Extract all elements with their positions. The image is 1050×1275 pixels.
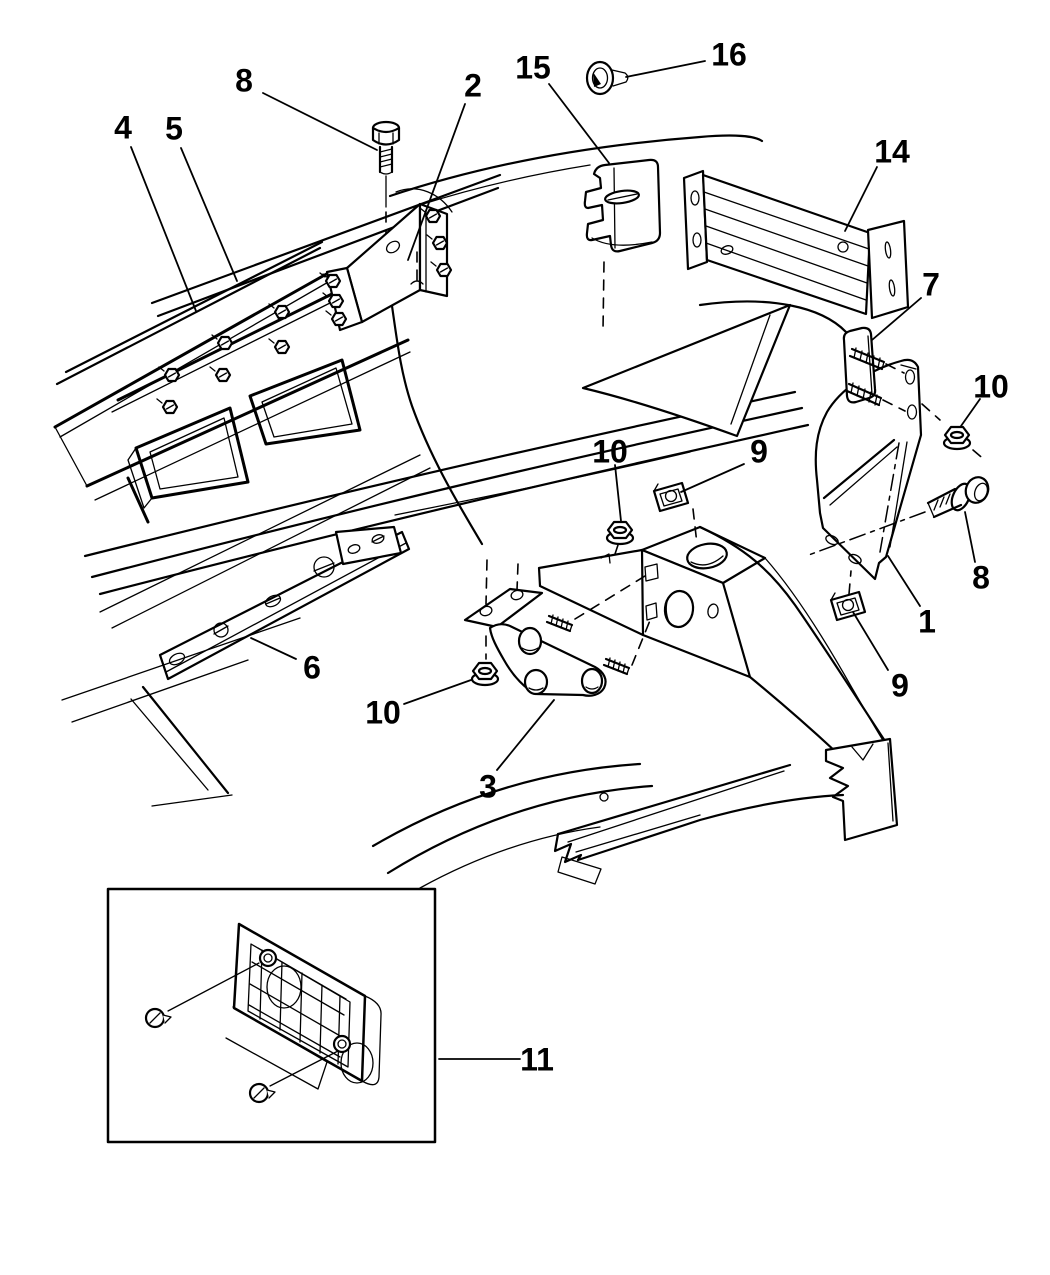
- callout-label-9-10: 9: [750, 434, 768, 470]
- callout-leader-4-4: [130, 146, 197, 312]
- callout-leader-3-16: [496, 699, 555, 771]
- callout-leader-6-14: [250, 637, 297, 660]
- callout-label-4-4: 4: [114, 110, 132, 146]
- callout-label-3-16: 3: [479, 769, 497, 805]
- callout-leader-2-1: [407, 103, 466, 261]
- inset-grille-bracket: [225, 922, 382, 1090]
- callout-label-16-3: 16: [711, 37, 747, 73]
- callout-leader-5-5: [180, 147, 238, 282]
- clip-nut-upper: [652, 481, 698, 545]
- bracket-2: [318, 202, 453, 332]
- frame-bracket-center: [537, 525, 899, 842]
- callout-label-8-11: 8: [972, 560, 990, 596]
- callout-leader-7-7: [871, 297, 922, 341]
- body-s-line: [387, 284, 484, 546]
- callout-label-8-0: 8: [235, 63, 253, 99]
- callout-label-5-5: 5: [165, 111, 183, 147]
- callout-leader-10-9: [614, 464, 622, 522]
- inset-box: [106, 887, 437, 1144]
- callout-label-10-8: 10: [973, 369, 1009, 405]
- callout-leader-9-13: [852, 611, 889, 671]
- hex-bolt-right: [805, 476, 990, 557]
- fender-apron-contours: [387, 134, 878, 546]
- rocker-corner-lines: [61, 617, 301, 807]
- flange-nut-right: [921, 403, 987, 462]
- lower-rail-piece: [371, 762, 845, 889]
- callout-label-10-9: 10: [592, 434, 628, 470]
- callout-leader-8-0: [262, 92, 378, 151]
- sill-strip-6: [158, 525, 411, 681]
- callout-leader-14-6: [844, 166, 878, 232]
- callout-leader-16-3: [625, 60, 706, 78]
- callout-label-7-7: 7: [922, 267, 940, 303]
- callout-label-2-1: 2: [464, 68, 482, 104]
- callout-leader-8-11: [964, 511, 976, 563]
- c-bracket-15: [583, 158, 662, 331]
- flange-nut-center: [605, 520, 635, 558]
- clip-nut-lower: [829, 570, 867, 622]
- callout-leaders: [130, 60, 981, 1060]
- stud-plate-7: [842, 326, 906, 412]
- flange-nut-lower-left: [470, 635, 500, 687]
- callout-leader-10-15: [403, 679, 472, 705]
- callout-label-15-2: 15: [515, 50, 551, 86]
- callout-label-9-13: 9: [891, 668, 909, 704]
- callout-label-6-14: 6: [303, 650, 321, 686]
- inset-screw-2: [248, 1050, 339, 1104]
- support-rail-14: [682, 169, 910, 320]
- callout-leader-15-2: [548, 83, 610, 164]
- callout-label-1-12: 1: [918, 604, 936, 640]
- callout-leader-10-8: [960, 398, 981, 427]
- callout-label-11-17: 11: [520, 1042, 554, 1078]
- callout-label-14-6: 14: [874, 134, 910, 170]
- push-pin-16: [585, 60, 629, 96]
- callout-label-10-15: 10: [365, 695, 401, 731]
- callout-leader-9-10: [680, 463, 745, 493]
- tow-bracket-3: [463, 559, 652, 697]
- inset-screw-1: [144, 962, 260, 1029]
- callout-leader-1-12: [887, 555, 921, 607]
